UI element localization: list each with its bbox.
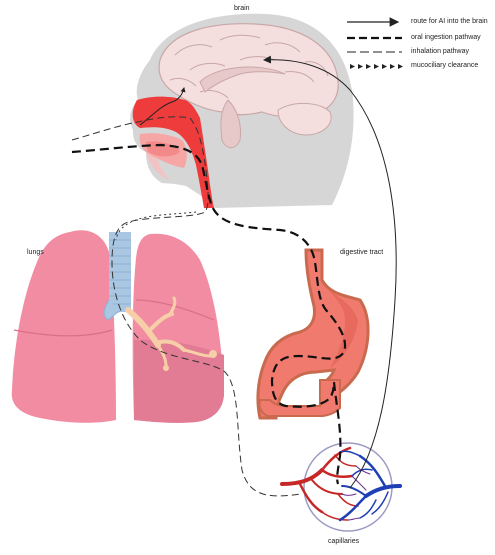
legend-label-mucociliary: mucociliary clearance (411, 62, 479, 69)
inhalation-pathway-nose (139, 87, 186, 126)
alveolus (163, 365, 169, 371)
left-lung-lobe-line (13, 329, 113, 337)
trachea (103, 232, 131, 321)
label-digestive-tract: digestive tract (340, 249, 384, 256)
legend-label-inhalation: inhalation pathway (411, 48, 469, 55)
corpus-callosum (199, 66, 286, 93)
stomach-shape (256, 248, 370, 420)
brainstem (220, 99, 241, 148)
duodenum (258, 379, 341, 417)
head-illustration (130, 13, 354, 208)
alveolus (209, 350, 217, 358)
route-into-brain (263, 55, 397, 489)
oral-ingestion-pathway (71, 143, 347, 485)
label-capillaries: capillaries (328, 538, 360, 545)
jaw (146, 152, 170, 180)
legend-label-oral: oral ingestion pathway (411, 34, 481, 41)
stomach-illustration (256, 248, 370, 420)
stomach-inner-shadow (322, 284, 358, 368)
inhalation-pathway (71, 116, 301, 497)
brain-folds (169, 34, 329, 99)
mucociliary-pathway (115, 211, 197, 241)
lungs-illustration (11, 230, 225, 423)
label-brain: brain (234, 5, 250, 12)
capillaries-illustration (280, 442, 402, 532)
legend-symbol-mucociliary (350, 64, 403, 69)
legend-symbols (347, 17, 403, 69)
cerebellum (277, 103, 332, 136)
bronchi-tree (125, 296, 212, 368)
nasal-airway (132, 96, 214, 208)
label-lungs: lungs (27, 249, 44, 256)
right-lung-shadow (134, 339, 225, 423)
legend-label-route: route for AI into the brain (411, 18, 488, 25)
left-lung (11, 230, 116, 423)
